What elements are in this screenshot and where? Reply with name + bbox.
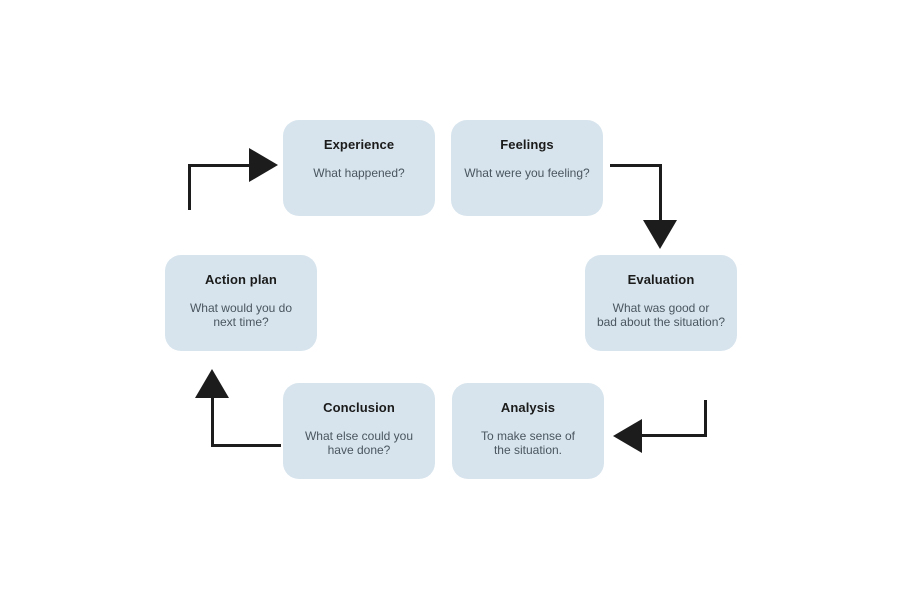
node-action-plan: Action plan What would you do next time? [165,255,317,351]
arrow-line [659,164,662,221]
node-title: Evaluation [627,272,695,287]
node-title: Feelings [500,137,554,152]
node-title: Conclusion [323,400,395,415]
arrowhead-down-icon [643,220,677,249]
node-description: What was good or bad about the situation… [596,301,726,330]
arrow-line [610,164,662,167]
arrow-line [211,444,281,447]
node-experience: Experience What happened? [283,120,435,216]
node-description: What were you feeling? [464,166,590,180]
node-conclusion: Conclusion What else could you have done… [283,383,435,479]
node-title: Experience [323,137,395,152]
node-title: Analysis [500,400,556,415]
arrow-line [642,434,707,437]
arrow-line [188,164,250,167]
node-feelings: Feelings What were you feeling? [451,120,603,216]
arrowhead-right-icon [249,148,278,182]
node-description: What happened? [313,166,405,180]
node-description: What would you do next time? [189,301,293,330]
arrowhead-left-icon [613,419,642,453]
arrow-line [188,164,191,210]
arrow-line [704,400,707,437]
node-description: What else could you have done? [304,429,414,458]
node-analysis: Analysis To make sense of the situation. [452,383,604,479]
node-evaluation: Evaluation What was good or bad about th… [585,255,737,351]
node-title: Action plan [205,272,277,287]
arrowhead-up-icon [195,369,229,398]
arrow-line [211,397,214,447]
node-description: To make sense of the situation. [480,429,576,458]
